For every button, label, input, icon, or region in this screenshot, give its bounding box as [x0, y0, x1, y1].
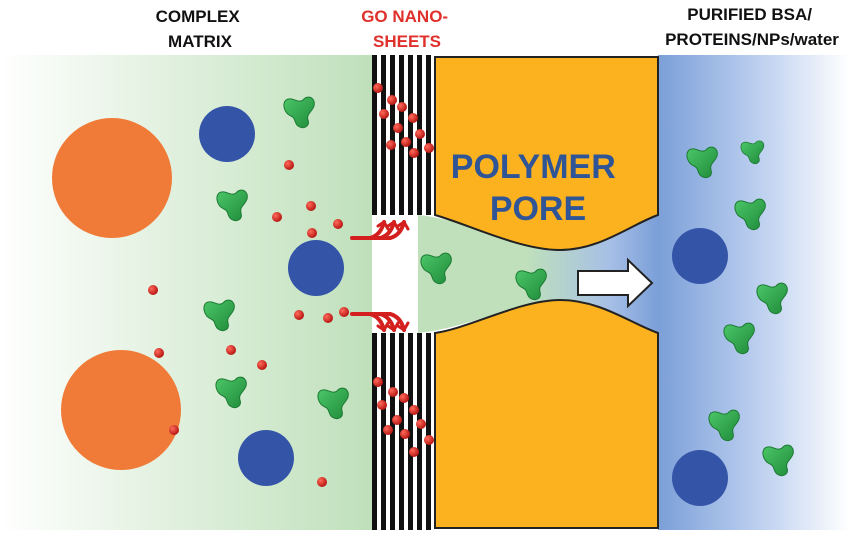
nanoparticle: [383, 425, 393, 435]
nanoparticle: [409, 148, 419, 158]
nanoparticle: [401, 137, 411, 147]
nanoparticle: [333, 219, 343, 229]
blue-particle: [238, 430, 294, 486]
nanoparticle: [148, 285, 158, 295]
blue-particle: [672, 228, 728, 284]
nanoparticle: [323, 313, 333, 323]
pore-wall-top: [434, 56, 659, 252]
nanoparticle: [294, 310, 304, 320]
nanoparticle: [373, 83, 383, 93]
go-sheet-layer: [426, 55, 431, 215]
nanoparticle: [169, 425, 179, 435]
nanoparticle: [416, 419, 426, 429]
nanoparticle: [408, 113, 418, 123]
large-particle: [61, 350, 181, 470]
nanoparticle: [373, 377, 383, 387]
polymer-pore-label: POLYMER PORE: [451, 148, 625, 228]
flow-arrow-top: [350, 219, 410, 240]
blue-particle: [288, 240, 344, 296]
nanoparticle: [377, 400, 387, 410]
nanoparticle: [392, 415, 402, 425]
nanoparticle: [424, 435, 434, 445]
nanoparticle: [393, 123, 403, 133]
nanoparticle: [379, 109, 389, 119]
blue-particle: [672, 450, 728, 506]
nanoparticle: [226, 345, 236, 355]
go-nanosheet-top: [372, 55, 435, 215]
nanoparticle: [272, 212, 282, 222]
go-sheet-layer: [408, 55, 413, 215]
nanoparticle: [339, 307, 349, 317]
go-sheet-layer: [381, 55, 386, 215]
go-sheet-layer: [372, 55, 377, 215]
purified-label: PURIFIED BSA/ PROTEINS/NPs/water: [665, 5, 839, 49]
nanoparticle: [415, 129, 425, 139]
nanoparticles: [148, 83, 434, 487]
output-arrow: [577, 257, 654, 309]
nanoparticle: [387, 95, 397, 105]
nanoparticle: [154, 348, 164, 358]
go-sheet-layer: [390, 55, 395, 215]
go-sheet-layer: [417, 333, 422, 530]
complex-matrix-label: COMPLEX MATRIX: [156, 7, 245, 51]
go-sheet-layer: [408, 333, 413, 530]
nanoparticle: [400, 429, 410, 439]
purified-zone: [658, 55, 850, 530]
go-sheet-layer: [372, 333, 377, 530]
nanoparticle: [386, 140, 396, 150]
blue-particle: [199, 106, 255, 162]
nanoparticle: [399, 393, 409, 403]
nanoparticle: [409, 447, 419, 457]
nanoparticle: [306, 201, 316, 211]
flow-arrow-bottom: [350, 312, 410, 333]
go-sheet-layer: [426, 333, 431, 530]
large-particle: [52, 118, 172, 238]
polymer-pore: [418, 56, 659, 529]
nanoparticle: [409, 405, 419, 415]
nanoparticle: [284, 160, 294, 170]
go-sheet-layer: [399, 55, 404, 215]
nanoparticle: [397, 102, 407, 112]
go-nanosheets-label: GO NANO- SHEETS: [361, 7, 453, 51]
nanoparticle: [424, 143, 434, 153]
nanoparticle: [388, 387, 398, 397]
nanoparticle: [317, 477, 327, 487]
nanoparticle: [257, 360, 267, 370]
nanoparticle: [307, 228, 317, 238]
pore-wall-bottom: [434, 298, 659, 529]
